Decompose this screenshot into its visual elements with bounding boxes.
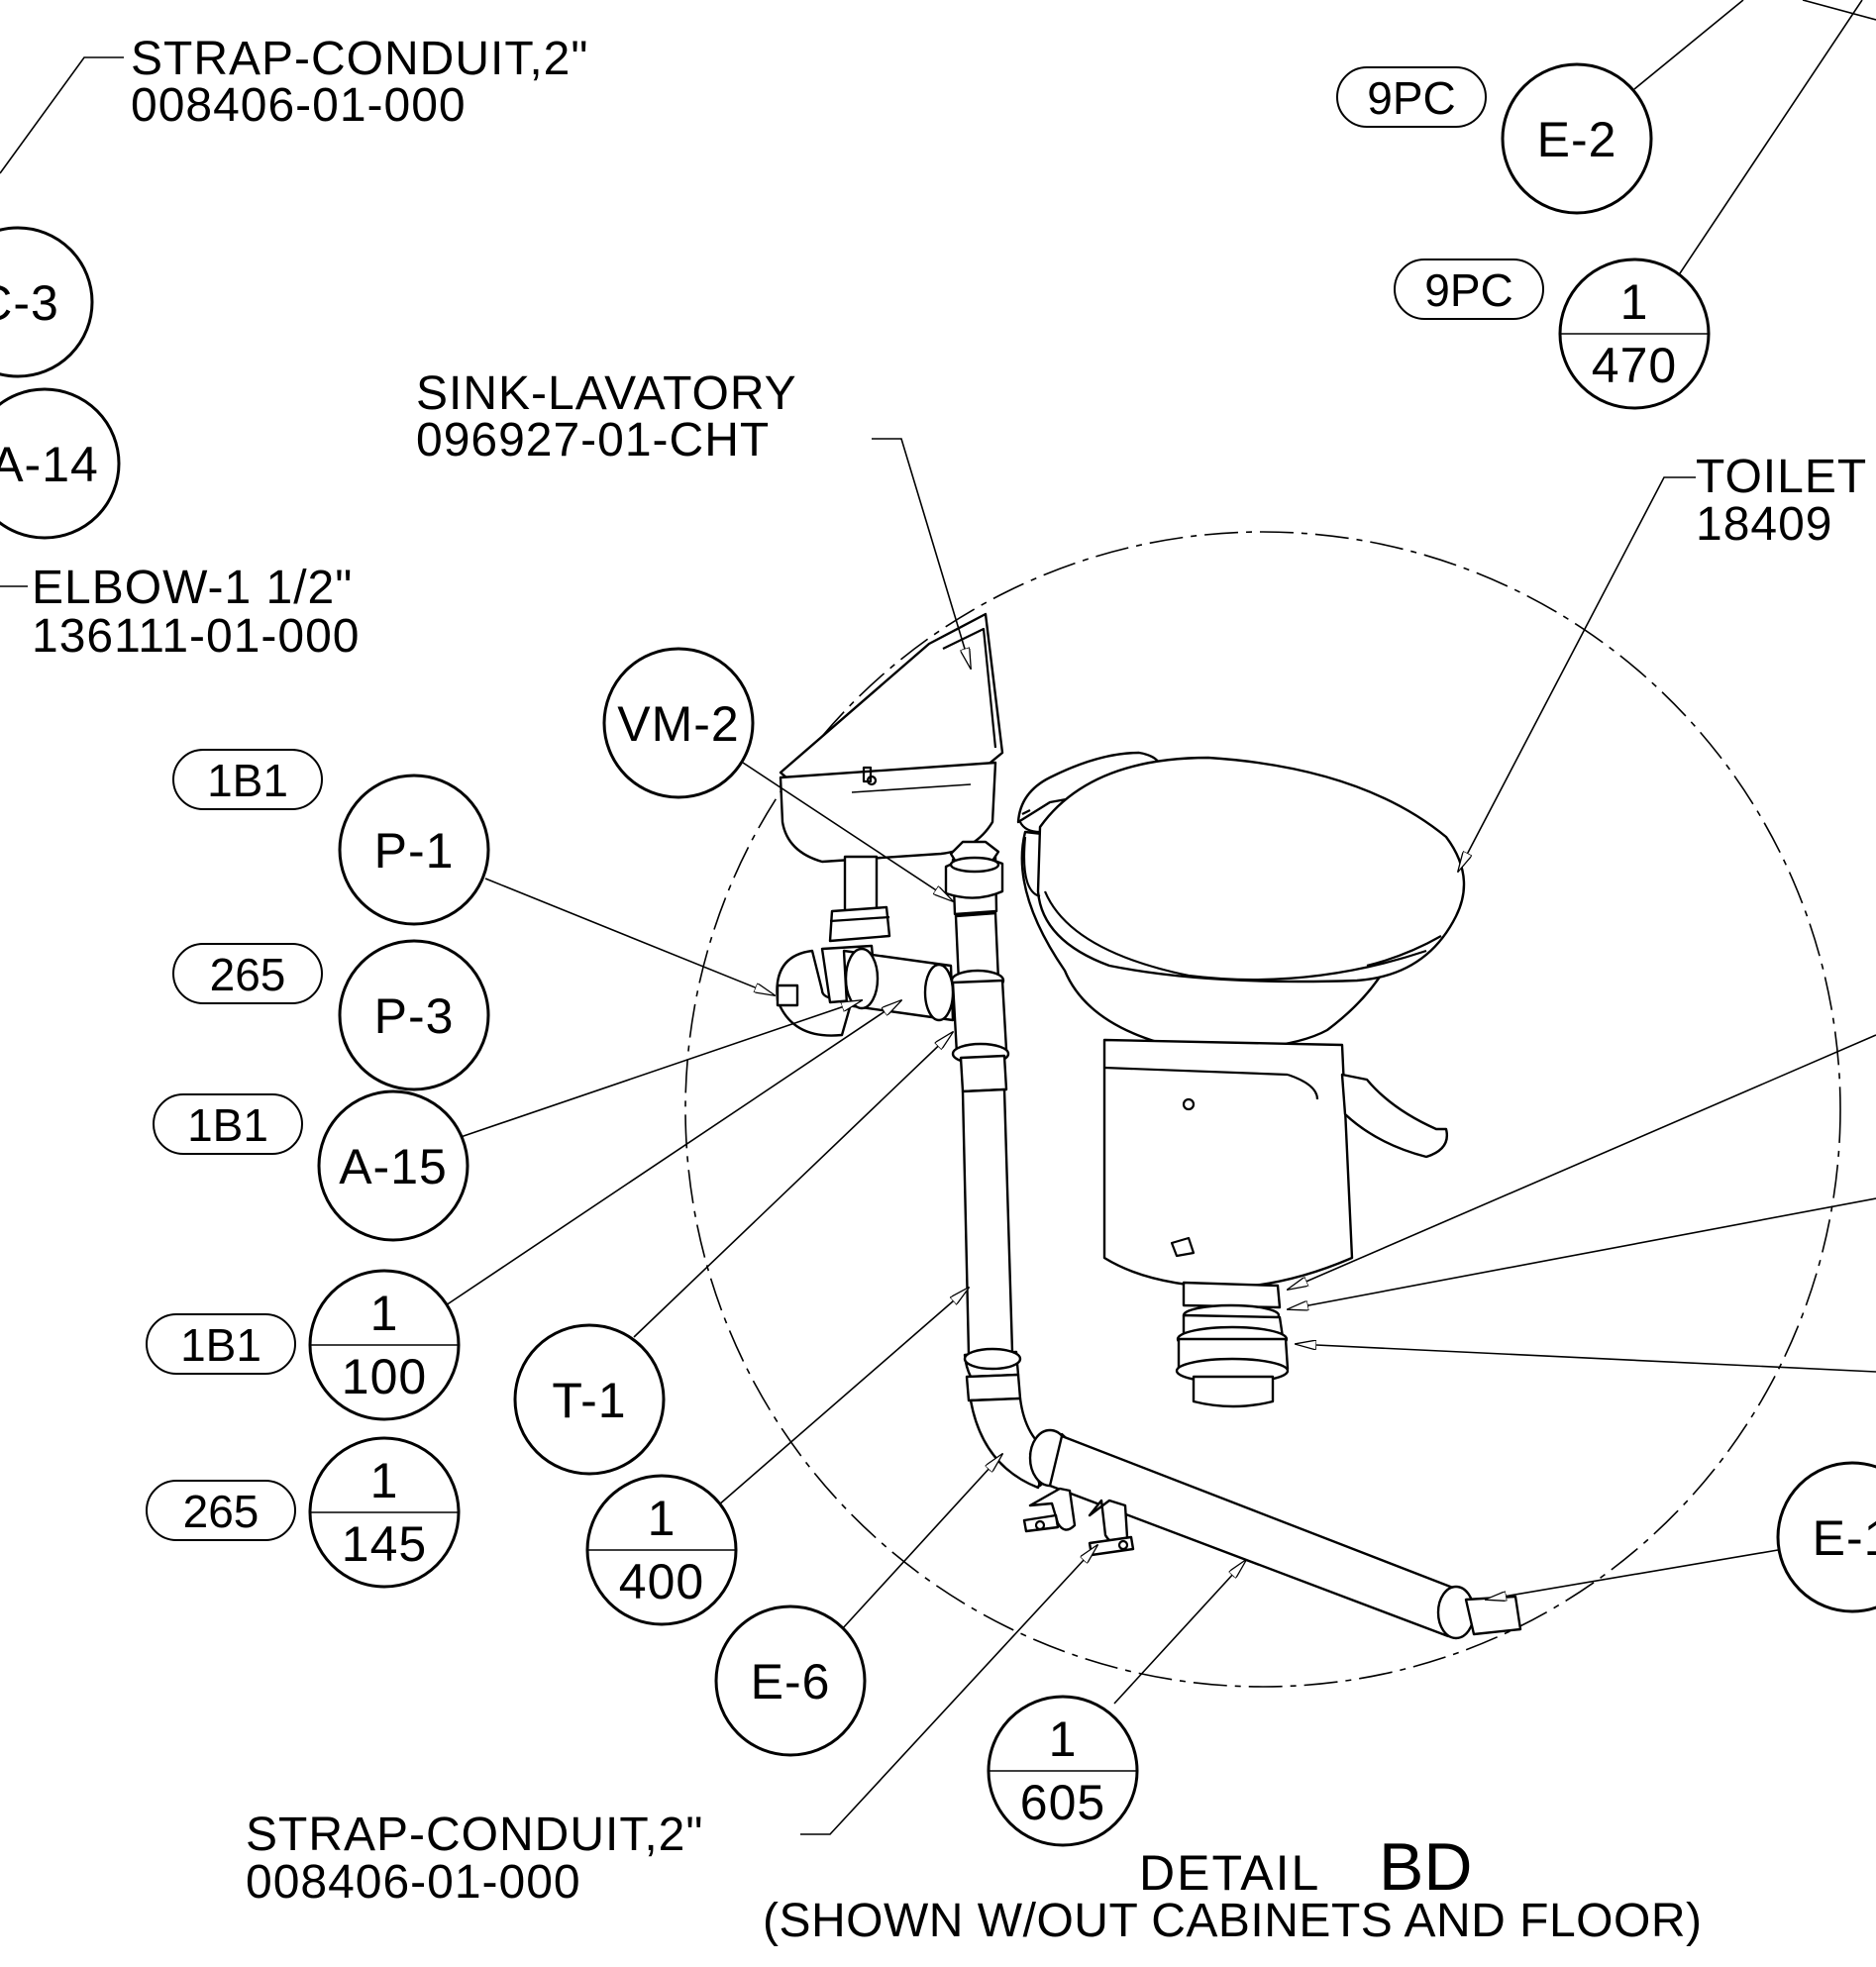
strap-conduit-bottom-name: STRAP-CONDUIT,2"	[246, 1809, 703, 1861]
svg-text:T-1: T-1	[552, 1373, 626, 1428]
pill-1b1-a15: 1B1	[153, 1093, 303, 1155]
svg-text:265: 265	[210, 949, 286, 1000]
strap-conduit-bottom-part-number: 008406-01-000	[246, 1856, 581, 1909]
sink-lavatory-name: SINK-LAVATORY	[416, 367, 797, 420]
pill-1b1-p1: 1B1	[172, 749, 323, 810]
leader-lines	[0, 0, 1876, 1835]
svg-text:E-6: E-6	[751, 1654, 831, 1709]
bubble-1-145: 1 145	[308, 1436, 461, 1589]
strap-conduit-top-name: STRAP-CONDUIT,2"	[131, 33, 588, 85]
drain-pipe-vertical	[961, 1087, 1022, 1402]
drain-elbow-and-horizontal-pipe	[969, 1397, 1522, 1640]
bubble-c3: C-3	[0, 226, 94, 378]
svg-text:P-1: P-1	[374, 823, 455, 879]
vent-stack-and-tee	[944, 840, 1010, 1093]
svg-text:400: 400	[619, 1554, 704, 1609]
svg-text:VM-2: VM-2	[617, 696, 739, 752]
svg-text:100: 100	[342, 1349, 427, 1404]
svg-text:1B1: 1B1	[180, 1319, 261, 1371]
bubble-p3: P-3	[338, 939, 490, 1091]
svg-text:A-15: A-15	[339, 1139, 448, 1194]
toilet-part-number: 18409	[1696, 498, 1832, 551]
detail-title-id: BD	[1379, 1829, 1472, 1905]
bubble-vm2: VM-2	[602, 647, 755, 799]
bubble-e6: E-6	[714, 1605, 867, 1757]
toilet-drawing	[1016, 751, 1466, 1408]
pill-265-145: 265	[146, 1480, 296, 1541]
svg-text:P-3: P-3	[374, 988, 455, 1044]
svg-text:605: 605	[1020, 1775, 1105, 1830]
svg-text:145: 145	[342, 1516, 427, 1572]
svg-text:C-3: C-3	[0, 275, 59, 331]
svg-text:A-14: A-14	[0, 437, 99, 492]
conduit-straps	[1022, 1487, 1135, 1557]
bubble-1-470: 1 470	[1558, 258, 1711, 410]
detail-title-word: DETAIL	[1139, 1845, 1320, 1901]
svg-text:1: 1	[648, 1491, 677, 1546]
svg-text:9PC: 9PC	[1424, 264, 1512, 316]
bubble-1-605: 1 605	[987, 1695, 1139, 1847]
elbow-name: ELBOW-1 1/2"	[32, 562, 353, 614]
toilet-name: TOILET	[1696, 451, 1867, 503]
bubble-e2: E-2	[1501, 62, 1653, 215]
svg-text:1B1: 1B1	[207, 755, 288, 806]
svg-text:470: 470	[1592, 338, 1677, 393]
strap-conduit-top-part-number: 008406-01-000	[131, 79, 467, 132]
detail-boundary-circle	[684, 531, 1841, 1688]
pill-9pc-e2: 9PC	[1336, 66, 1487, 128]
elbow-part-number: 136111-01-000	[32, 610, 361, 663]
pill-9pc-470: 9PC	[1394, 259, 1544, 320]
bubble-p1: P-1	[338, 774, 490, 926]
svg-text:1: 1	[1620, 274, 1649, 330]
svg-text:E-1: E-1	[1813, 1510, 1876, 1566]
svg-text:9PC: 9PC	[1367, 72, 1455, 124]
detail-title-note: (SHOWN W/OUT CABINETS AND FLOOR)	[763, 1895, 1702, 1947]
pill-1b1-100: 1B1	[146, 1313, 296, 1375]
svg-text:1B1: 1B1	[187, 1099, 268, 1151]
bubble-a15: A-15	[317, 1089, 469, 1242]
svg-text:265: 265	[183, 1486, 260, 1537]
svg-text:E-2: E-2	[1537, 112, 1617, 167]
svg-text:1: 1	[1049, 1711, 1078, 1767]
sink-lavatory-drawing	[779, 612, 1004, 864]
bubble-a14: A-14	[0, 387, 121, 540]
pill-265-p3: 265	[172, 943, 323, 1004]
bubble-t1: T-1	[513, 1323, 666, 1476]
bubble-e1: E-1	[1776, 1461, 1876, 1613]
bubble-1-100: 1 100	[308, 1269, 461, 1421]
sink-drain-and-trap	[776, 855, 955, 1037]
bubble-1-400: 1 400	[585, 1474, 738, 1626]
sink-lavatory-part-number: 096927-01-CHT	[416, 414, 770, 466]
svg-text:1: 1	[370, 1453, 399, 1508]
svg-text:1: 1	[370, 1286, 399, 1341]
